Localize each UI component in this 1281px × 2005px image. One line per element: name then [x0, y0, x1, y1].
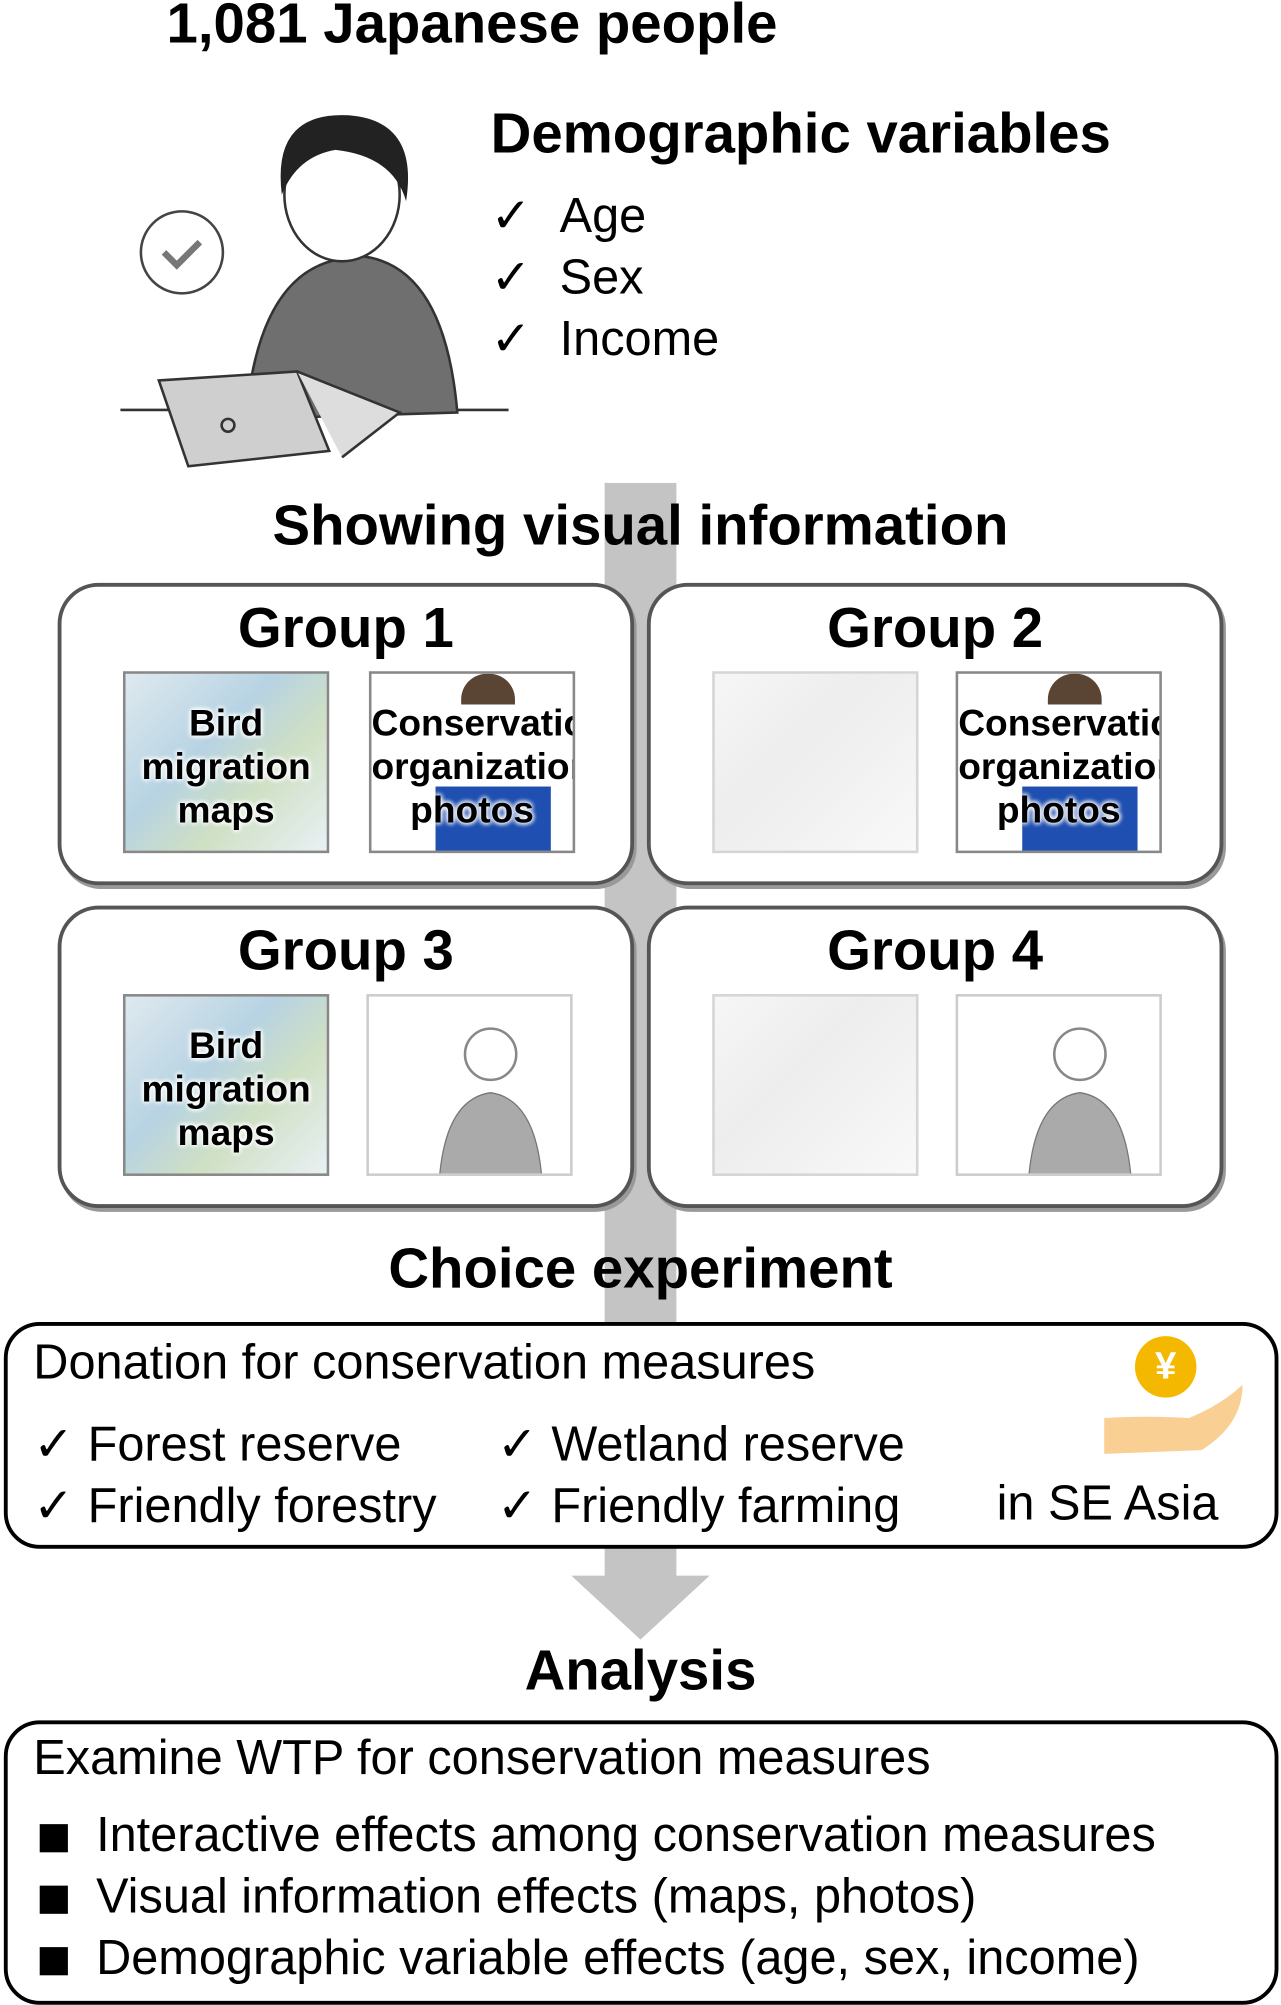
- group-4-card: Group 4: [646, 905, 1224, 1208]
- check-icon: ✓: [497, 1418, 552, 1472]
- visual-info-title: Showing visual information: [272, 494, 1009, 558]
- faded-person-image: [955, 994, 1162, 1176]
- flow-arrow-shaft-lower: [604, 1547, 677, 1579]
- yen-coin-icon: ¥: [1134, 1336, 1197, 1398]
- faded-person-image: [366, 994, 573, 1176]
- measure-item: ✓ Forest reserve: [33, 1418, 402, 1472]
- donation-box: Donation for conservation measures ✓ For…: [3, 1321, 1279, 1549]
- analysis-item: Visual information effects (maps, photos…: [39, 1870, 977, 1925]
- conservation-photo-image: Conservation organization photos: [368, 671, 576, 854]
- demographics-title: Demographic variables: [490, 102, 1111, 166]
- group-1-card: Group 1 Bird migration maps Conservation…: [57, 582, 635, 886]
- faded-map-image: [712, 994, 919, 1176]
- check-icon: ✓: [497, 1479, 552, 1534]
- square-bullet-icon: [39, 1885, 68, 1914]
- demographics-list: ✓Age ✓Sex ✓Income: [491, 187, 720, 371]
- check-icon: ✓: [33, 1479, 88, 1534]
- survey-person-illustration: [120, 115, 509, 468]
- demographic-item: ✓Sex: [490, 251, 644, 305]
- donation-title: Donation for conservation measures: [33, 1336, 816, 1390]
- check-icon: ✓: [490, 312, 532, 367]
- faded-map-image: [712, 671, 919, 854]
- bird-migration-map-image: Bird migration maps: [122, 994, 330, 1176]
- measure-item: ✓ Friendly forestry: [33, 1479, 437, 1534]
- square-bullet-icon: [39, 1947, 68, 1976]
- bird-migration-map-image: Bird migration maps: [122, 671, 330, 854]
- choice-experiment-title: Choice experiment: [388, 1237, 893, 1301]
- analysis-title: Analysis: [524, 1639, 757, 1703]
- group-title: Group 2: [827, 596, 1044, 660]
- participants-title: 1,081 Japanese people: [166, 0, 778, 56]
- region-label: in SE Asia: [996, 1476, 1219, 1531]
- demographic-item: ✓Age: [490, 189, 647, 244]
- giving-hand-icon: [1104, 1384, 1243, 1454]
- check-icon: ✓: [33, 1418, 88, 1472]
- flow-arrow-head: [571, 1575, 710, 1640]
- group-2-card: Group 2 Conservation organization photos: [646, 582, 1224, 886]
- analysis-box: Examine WTP for conservation measures In…: [3, 1720, 1279, 2005]
- check-icon: ✓: [490, 251, 532, 305]
- analysis-box-title: Examine WTP for conservation measures: [33, 1731, 931, 1786]
- check-icon: ✓: [490, 189, 532, 244]
- measure-item: ✓ Friendly farming: [497, 1479, 901, 1534]
- measure-item: ✓ Wetland reserve: [497, 1418, 905, 1472]
- analysis-item: Demographic variable effects (age, sex, …: [39, 1932, 1140, 1987]
- conservation-photo-image: Conservation organization photos: [955, 671, 1162, 854]
- group-3-card: Group 3 Bird migration maps: [57, 905, 635, 1208]
- group-title: Group 1: [237, 596, 454, 660]
- group-title: Group 4: [827, 919, 1044, 983]
- group-title: Group 3: [237, 919, 454, 983]
- square-bullet-icon: [39, 1824, 68, 1853]
- analysis-item: Interactive effects among conservation m…: [39, 1809, 1156, 1864]
- check-bubble-icon: [139, 210, 225, 295]
- demographic-item: ✓Income: [490, 312, 720, 367]
